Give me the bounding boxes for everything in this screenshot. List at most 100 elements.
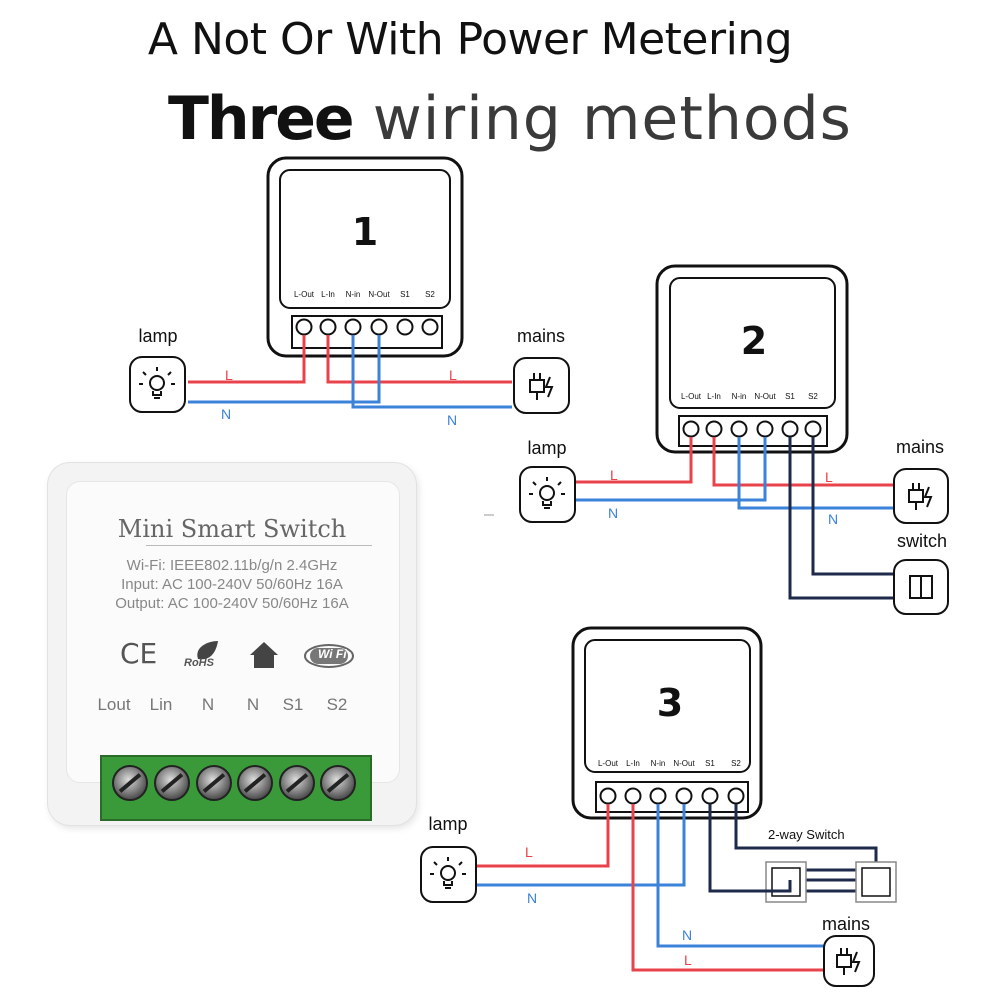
module-2-terminal-label: N-in: [732, 392, 747, 401]
mains-label: mains: [822, 914, 870, 934]
screw-terminal: [196, 765, 232, 801]
device-title: Mini Smart Switch: [117, 515, 347, 543]
mains-label: mains: [896, 437, 944, 457]
neutral-label: N: [221, 406, 231, 422]
module-1-terminal-label: S2: [425, 290, 435, 299]
module-1-terminal: [396, 318, 414, 336]
module-3-terminal: [624, 787, 642, 805]
device-title-rule: [146, 545, 372, 546]
live-wire: [631, 804, 826, 972]
live-wire: [326, 335, 512, 384]
ce-mark-icon: CE: [120, 637, 158, 670]
module-2-terminal: [730, 420, 748, 438]
screw-terminal: [237, 765, 273, 801]
mini-smart-switch-photo: Mini Smart Switch Wi-Fi: IEEE802.11b/g/n…: [48, 463, 416, 825]
module-2-terminal: [756, 420, 774, 438]
lamp-label: lamp: [428, 814, 467, 834]
device-terminal-label: S1: [282, 695, 304, 714]
switch-wire: [811, 437, 893, 576]
module-3-terminal-label: S1: [705, 759, 715, 768]
device-terminal-label: N: [246, 695, 260, 714]
diagram-1: 1 L-Out L-In N-in N-Out S1 S2 L N L N l: [129, 156, 570, 428]
two-way-switch-b-plate: [861, 867, 891, 897]
neutral-label: N: [828, 511, 838, 527]
module-3-terminal-label: N-in: [651, 759, 666, 768]
live-label: L: [449, 367, 457, 383]
headline-three-wiring-methods: Three wiring methods: [168, 84, 852, 154]
screw-terminal: [279, 765, 315, 801]
mains-box: [823, 935, 875, 987]
module-3-face: [584, 639, 751, 773]
headline-bold-word: Three: [168, 84, 355, 154]
lamp-box: [519, 466, 576, 523]
headline-power-metering: A Not Or With Power Metering: [147, 14, 793, 65]
neutral-wire: [351, 335, 512, 409]
live-label: L: [610, 467, 618, 483]
switch-wire: [788, 437, 893, 600]
lamp-label: lamp: [138, 326, 177, 346]
headline-rest: wiring methods: [352, 84, 852, 154]
neutral-label: N: [447, 412, 457, 428]
device-input-spec: Input: AC 100-240V 50/60Hz 16A: [121, 576, 343, 593]
rohs-text: RoHS: [184, 657, 214, 669]
module-2-terminal: [705, 420, 723, 438]
neutral-wire: [476, 804, 686, 887]
home-icon: [248, 639, 280, 676]
neutral-label: N: [608, 505, 618, 521]
module-2-terminal-label: S2: [808, 392, 818, 401]
module-1-terminal-label: N-Out: [368, 290, 390, 299]
diagram-2: 2 L-Out L-In N-in N-Out S1 S2 L N: [519, 264, 949, 615]
rohs-leaf-icon: [184, 639, 224, 682]
module-1-terminal-label: L-Out: [294, 290, 315, 299]
diagram-3: 3 L-Out L-In N-in N-Out S1 S2: [420, 626, 897, 987]
live-wire: [575, 437, 693, 484]
live-wire: [188, 335, 306, 384]
module-2-terminal-label: S1: [785, 392, 795, 401]
module-3-terminal-label: L-Out: [598, 759, 619, 768]
live-label: L: [225, 367, 233, 383]
mains-box: [513, 357, 570, 414]
lamp-label: lamp: [527, 438, 566, 458]
module-1-terminal-label: L-In: [321, 290, 335, 299]
module-3-terminal-label: N-Out: [673, 759, 695, 768]
two-way-switch-label: 2-way Switch: [768, 827, 845, 842]
screw-terminal: [320, 765, 356, 801]
module-2-number: 2: [741, 319, 767, 363]
lamp-box: [420, 846, 477, 903]
device-terminal-label: Lout: [97, 695, 131, 714]
device-face: [66, 481, 400, 783]
neutral-wire: [737, 437, 893, 510]
module-2-terminal-label: N-Out: [754, 392, 776, 401]
module-3-terminal-label: L-In: [626, 759, 640, 768]
mains-label: mains: [517, 326, 565, 346]
module-1-face: [279, 169, 451, 309]
neutral-wire: [656, 804, 826, 948]
live-wire: [476, 804, 610, 868]
switch-wire: [710, 880, 792, 893]
module-2-terminal: [781, 420, 799, 438]
module-3-terminal: [675, 787, 693, 805]
module-3-terminal: [649, 787, 667, 805]
device-terminal-label: S2: [326, 695, 348, 714]
mains-box: [893, 468, 949, 524]
module-1-terminal: [319, 318, 337, 336]
module-1-terminal: [344, 318, 362, 336]
module-2-terminal-block: [678, 415, 828, 447]
switch-label: switch: [897, 531, 947, 551]
live-label: L: [684, 952, 692, 968]
switch-wire: [734, 804, 878, 870]
module-1-terminal-block: [291, 315, 443, 349]
neutral-label: N: [527, 890, 537, 906]
module-3-number: 3: [657, 681, 683, 725]
wifi-logo-text: Wi Fi: [318, 647, 347, 661]
module-2-terminal: [682, 420, 700, 438]
live-label: L: [525, 844, 533, 860]
device-terminal-label: Lin: [149, 695, 173, 714]
neutral-wire: [575, 437, 767, 502]
module-1-terminal-label: S1: [400, 290, 410, 299]
screw-terminal: [154, 765, 190, 801]
module-1-terminal: [370, 318, 388, 336]
module-2-terminal: [804, 420, 822, 438]
live-wire: [712, 437, 893, 487]
